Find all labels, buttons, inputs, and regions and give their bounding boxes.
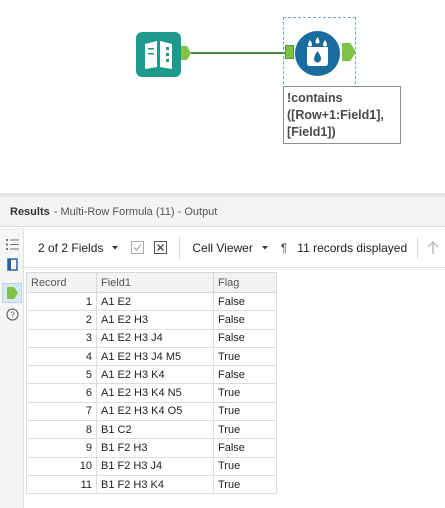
multi-row-output-anchor[interactable] (342, 43, 356, 61)
data-view-tab[interactable] (2, 283, 22, 303)
list-view-icon[interactable] (6, 238, 19, 251)
multi-row-input-anchor[interactable] (285, 45, 294, 59)
connection-line[interactable] (191, 52, 285, 54)
record-cell[interactable]: 2 (26, 310, 97, 330)
field1-cell[interactable]: A1 E2 H3 J4 M5 (96, 346, 214, 367)
results-header: Results - Multi-Row Formula (11) - Outpu… (0, 197, 445, 227)
field1-cell[interactable]: A1 E2 H3 K4 N5 (96, 383, 214, 403)
deselect-icon[interactable] (154, 241, 168, 254)
multi-row-formula-tool[interactable] (295, 31, 340, 76)
results-title: Results (10, 205, 50, 218)
column-header-record[interactable]: Record (26, 272, 97, 293)
tool-annotation: !contains ([Row+1:Field1], [Field1]) (283, 86, 401, 144)
field1-cell[interactable]: B1 F2 H3 K4 (96, 474, 214, 495)
chevron-down-icon (261, 245, 268, 249)
flag-cell[interactable]: True (213, 401, 277, 422)
svg-text:?: ? (10, 311, 15, 320)
column-header-flag[interactable]: Flag (213, 272, 277, 293)
book-icon (145, 41, 172, 69)
field1-cell[interactable]: B1 C2 (96, 420, 214, 440)
field1-cell[interactable]: B1 F2 H3 (96, 438, 214, 458)
record-cell[interactable]: 5 (26, 365, 97, 385)
flag-cell[interactable]: False (213, 365, 277, 385)
results-side-toolbar: ? (0, 228, 24, 508)
cell-viewer-label: Cell Viewer (192, 240, 253, 255)
table-header-row: Record Field1 Flag (26, 272, 277, 293)
record-cell[interactable]: 4 (26, 346, 97, 367)
record-cell[interactable]: 9 (26, 438, 97, 458)
help-icon[interactable]: ? (6, 308, 19, 321)
metadata-icon[interactable] (6, 258, 19, 271)
flag-cell[interactable]: True (213, 346, 277, 367)
fields-dropdown[interactable]: 2 of 2 Fields (38, 241, 119, 255)
field1-cell[interactable]: A1 E2 H3 K4 (96, 365, 214, 385)
field1-cell[interactable]: B1 F2 H3 J4 (96, 456, 214, 476)
results-toolbar: 2 of 2 Fields Cell Viewer ¶ 11 records d… (24, 228, 445, 268)
cell-viewer-dropdown[interactable]: Cell Viewer (192, 241, 268, 255)
flag-cell[interactable]: True (213, 383, 277, 403)
pilcrow-icon[interactable]: ¶ (280, 240, 288, 255)
record-cell[interactable]: 1 (26, 291, 97, 312)
record-cell[interactable]: 8 (26, 420, 97, 440)
field1-cell[interactable]: A1 E2 (96, 291, 214, 312)
column-header-field1[interactable]: Field1 (96, 272, 214, 293)
select-checkbox-icon[interactable] (131, 241, 145, 254)
record-cell[interactable]: 6 (26, 383, 97, 403)
flag-cell[interactable]: True (213, 474, 277, 495)
field1-cell[interactable]: A1 E2 H3 K4 O5 (96, 401, 214, 422)
toolbar-divider (417, 236, 419, 259)
flag-cell[interactable]: True (213, 420, 277, 440)
toolbar-divider (179, 236, 181, 259)
field1-cell[interactable]: A1 E2 H3 J4 (96, 328, 214, 348)
flag-cell[interactable]: False (213, 438, 277, 458)
panel-splitter[interactable] (0, 193, 445, 197)
record-cell[interactable]: 10 (26, 456, 97, 476)
records-count: 11 records displayed (297, 240, 408, 255)
results-subtitle: - Multi-Row Formula (11) - Output (53, 205, 218, 218)
flag-cell[interactable]: False (213, 310, 277, 330)
record-cell[interactable]: 7 (26, 401, 97, 422)
multi-row-formula-icon (307, 37, 328, 66)
arrow-up-icon[interactable] (426, 240, 440, 255)
record-cell[interactable]: 3 (26, 328, 97, 348)
flag-cell[interactable]: True (213, 456, 277, 476)
input-data-tool[interactable] (136, 32, 181, 77)
input-output-anchor[interactable] (181, 46, 191, 60)
flag-cell[interactable]: False (213, 291, 277, 312)
fields-label: 2 of 2 Fields (38, 240, 104, 255)
field1-cell[interactable]: A1 E2 H3 (96, 310, 214, 330)
chevron-down-icon (112, 245, 119, 249)
record-cell[interactable]: 11 (26, 474, 97, 495)
workflow-canvas[interactable]: !contains ([Row+1:Field1], [Field1]) (0, 0, 445, 193)
flag-cell[interactable]: False (213, 328, 277, 348)
data-anchor-icon (7, 287, 18, 299)
